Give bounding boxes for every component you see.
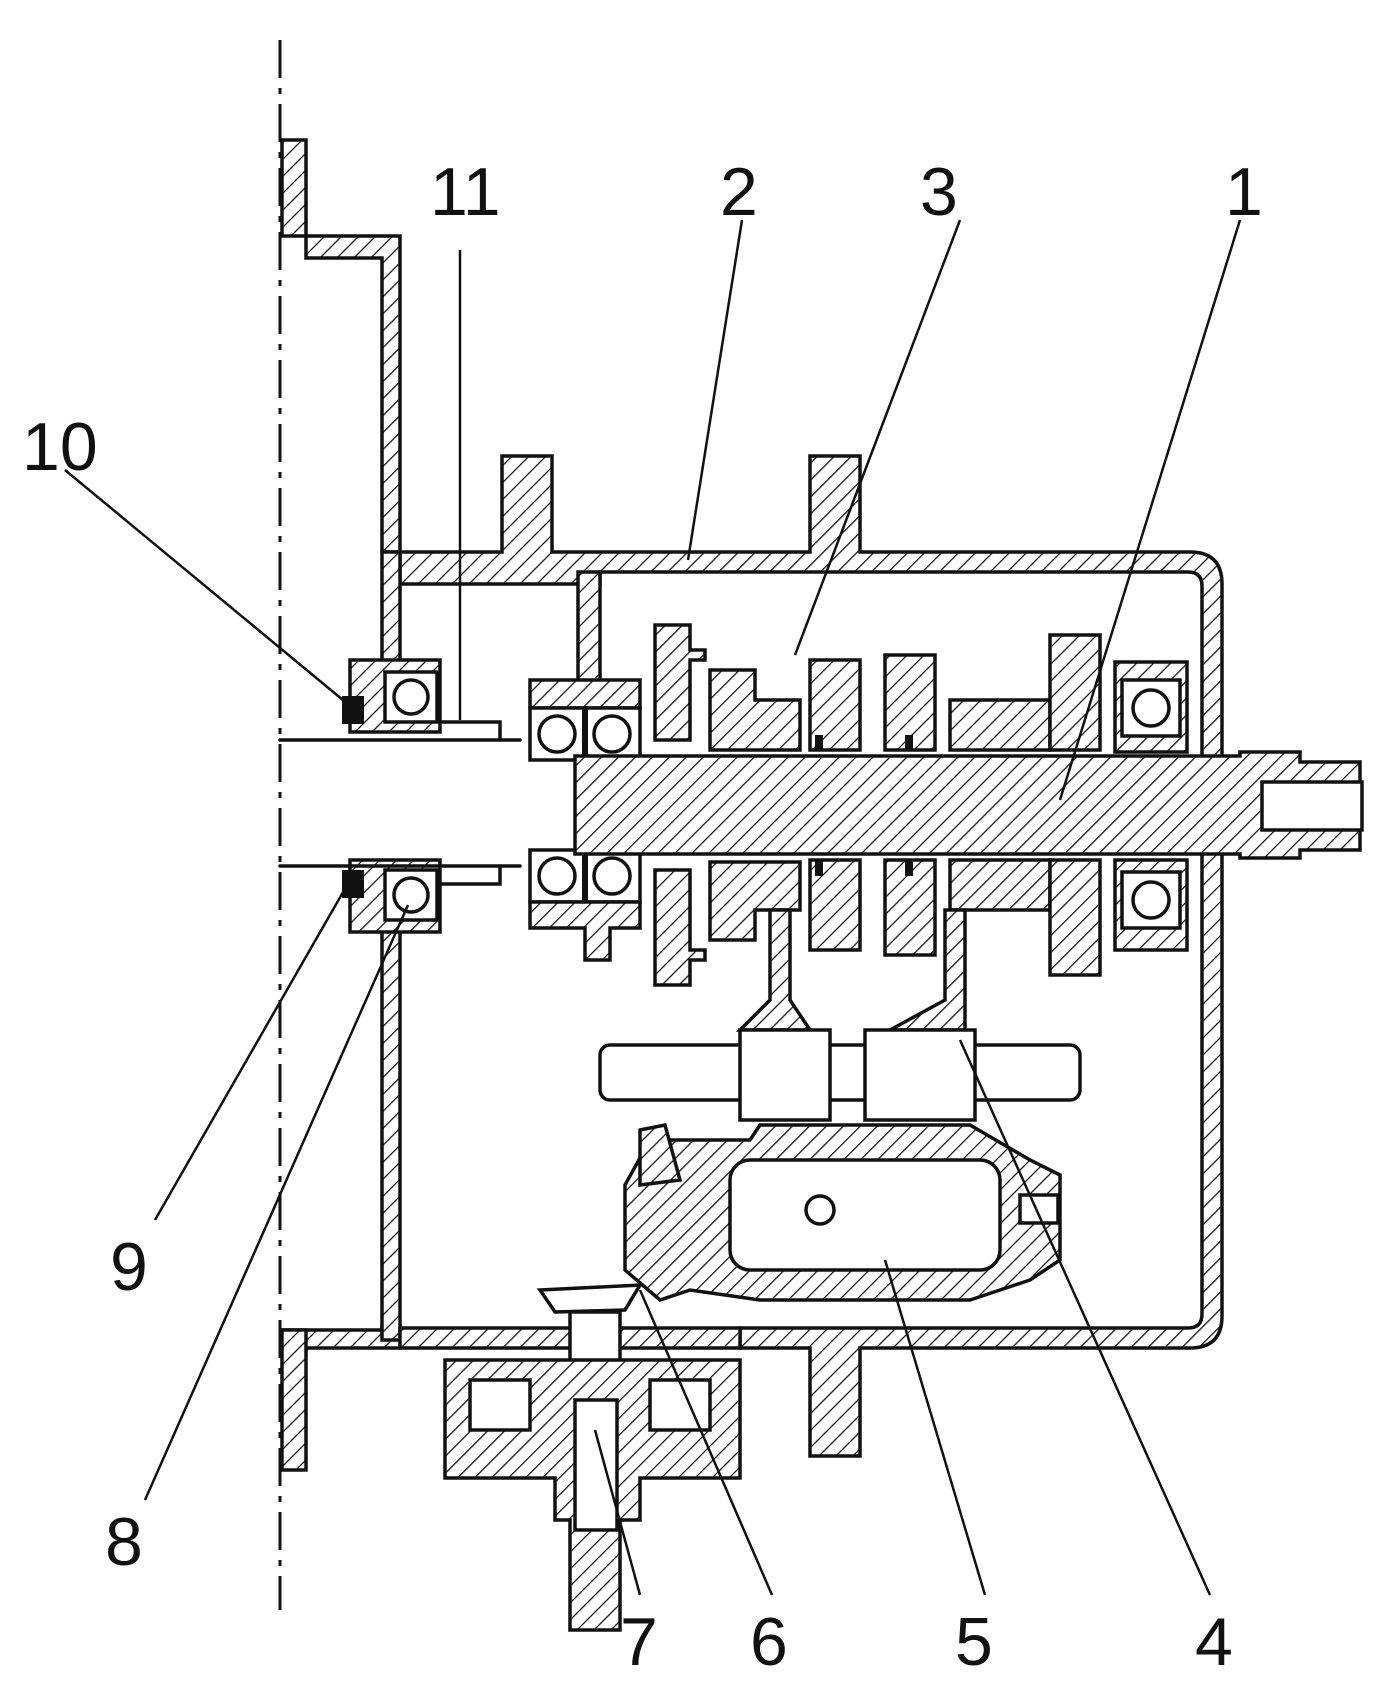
main-shaft: [575, 752, 1362, 858]
mounting-flange: [282, 140, 400, 1470]
label-9: 9: [110, 1229, 148, 1305]
leader-line-8: [145, 905, 408, 1500]
leader-line-4: [960, 1040, 1210, 1595]
left-bearing-assembly: [342, 660, 440, 932]
label-4: 4: [1195, 1604, 1233, 1680]
leader-line-5: [885, 1260, 985, 1595]
label-1: 1: [1225, 154, 1263, 230]
label-5: 5: [955, 1604, 993, 1680]
label-2: 2: [720, 154, 758, 230]
label-11: 11: [430, 154, 501, 230]
label-10: 10: [22, 409, 98, 485]
leader-line-10: [65, 470, 355, 710]
leader-line-2: [688, 220, 742, 560]
label-8: 8: [105, 1504, 143, 1580]
label-7: 7: [620, 1604, 658, 1680]
shift-drum: [625, 1125, 1060, 1300]
label-3: 3: [920, 154, 958, 230]
label-6: 6: [750, 1604, 788, 1680]
leader-line-9: [155, 880, 350, 1220]
leader-line-3: [795, 220, 960, 655]
